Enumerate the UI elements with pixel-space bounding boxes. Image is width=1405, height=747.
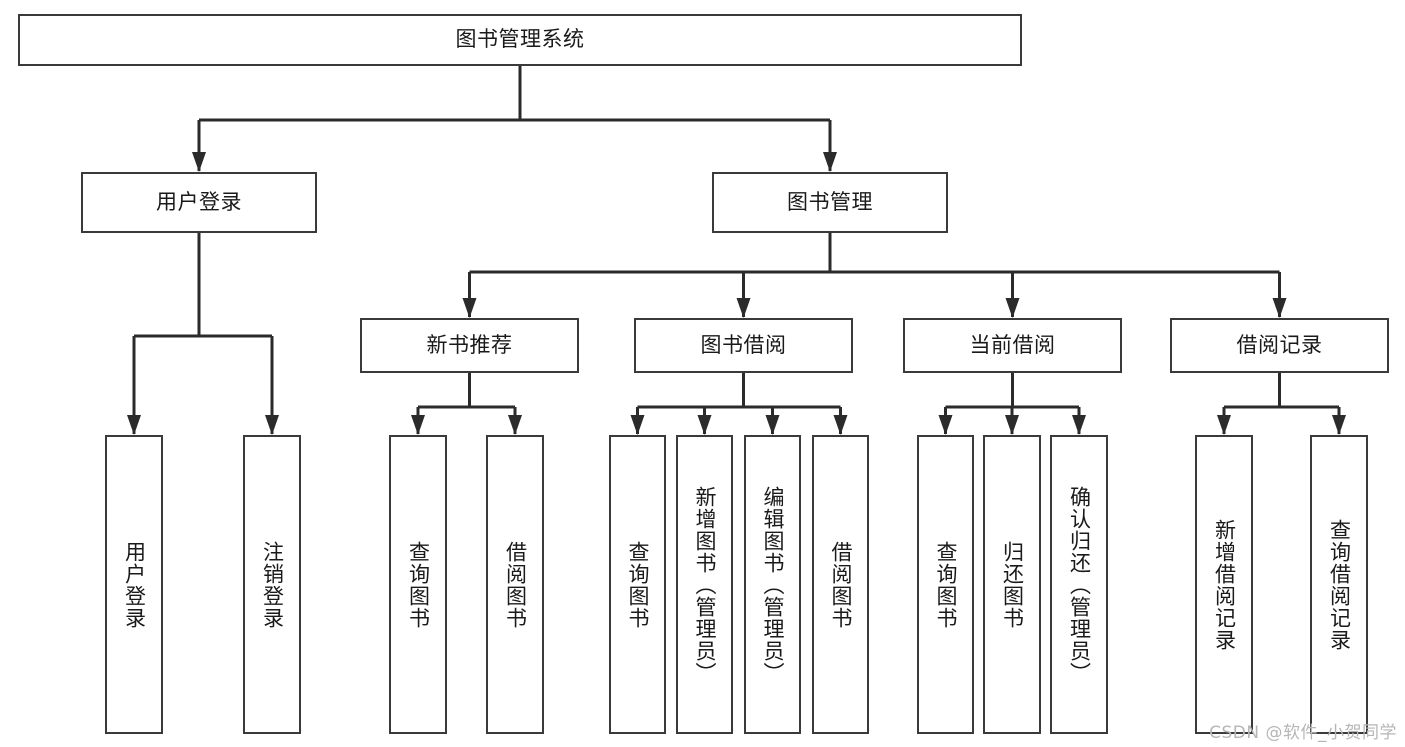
node-leaf-edit-book-admin[interactable]: 编辑图书（管理员） — [744, 435, 801, 734]
node-label: 新增借阅记录 — [1212, 518, 1237, 651]
arrow-head — [630, 415, 645, 435]
node-label: 注销登录 — [260, 540, 285, 629]
node-leaf-add-book-admin[interactable]: 新增图书（管理员） — [676, 435, 733, 734]
arrow-head — [265, 415, 279, 435]
node-label: 借阅图书 — [828, 540, 853, 629]
arrow-head — [938, 415, 953, 435]
arrow-head — [508, 415, 522, 435]
node-label: 确认归还（管理员） — [1067, 485, 1092, 684]
node-leaf-confirm-return-admin[interactable]: 确认归还（管理员） — [1050, 435, 1108, 734]
node-leaf-query-borrow-record[interactable]: 查询借阅记录 — [1310, 435, 1368, 734]
node-label: 编辑图书（管理员） — [760, 485, 785, 684]
node-user-login[interactable]: 用户登录 — [81, 172, 317, 233]
node-label: 图书管理 — [787, 189, 873, 214]
node-borrow-record[interactable]: 借阅记录 — [1170, 318, 1389, 373]
node-label: 查询图书 — [933, 540, 958, 629]
node-label: 归还图书 — [1000, 540, 1025, 629]
node-leaf-query-book-3[interactable]: 查询图书 — [917, 435, 974, 734]
node-leaf-logout-login[interactable]: 注销登录 — [243, 435, 301, 734]
arrow-head — [127, 415, 141, 435]
arrow-head — [1272, 298, 1287, 318]
arrow-head — [411, 415, 425, 435]
arrow-head — [462, 298, 477, 318]
node-label: 新书推荐 — [426, 332, 513, 357]
node-label: 查询借阅记录 — [1327, 518, 1352, 651]
node-label: 用户登录 — [122, 540, 147, 629]
node-label: 图书管理系统 — [455, 27, 585, 52]
arrow-head — [1072, 415, 1086, 435]
node-label: 新增图书（管理员） — [692, 485, 717, 684]
node-root[interactable]: 图书管理系统 — [18, 14, 1022, 66]
arrow-head — [1217, 415, 1231, 435]
arrow-head — [833, 415, 848, 435]
node-label: 借阅图书 — [503, 540, 528, 629]
arrow-head — [192, 152, 206, 172]
node-leaf-add-borrow-record[interactable]: 新增借阅记录 — [1195, 435, 1253, 734]
node-leaf-user-login[interactable]: 用户登录 — [105, 435, 163, 734]
node-label: 查询图书 — [406, 540, 431, 629]
node-leaf-query-book-1[interactable]: 查询图书 — [389, 435, 447, 734]
arrow-head — [736, 298, 751, 318]
arrow-head — [697, 415, 712, 435]
arrow-head — [1332, 415, 1346, 435]
arrow-head — [1005, 415, 1019, 435]
watermark-text: CSDN @软件_小贺同学 — [1209, 723, 1397, 743]
node-leaf-return-book[interactable]: 归还图书 — [983, 435, 1041, 734]
node-label: 借阅记录 — [1236, 332, 1323, 357]
node-book-borrow[interactable]: 图书借阅 — [634, 318, 853, 373]
arrow-head — [1005, 298, 1020, 318]
node-leaf-borrow-book-1[interactable]: 借阅图书 — [486, 435, 544, 734]
node-label: 当前借阅 — [969, 332, 1056, 357]
node-label: 图书借阅 — [700, 332, 787, 357]
arrow-head — [765, 415, 780, 435]
arrow-head — [823, 152, 837, 172]
node-leaf-query-book-2[interactable]: 查询图书 — [609, 435, 666, 734]
node-new-book-recommend[interactable]: 新书推荐 — [360, 318, 579, 373]
node-book-management[interactable]: 图书管理 — [712, 172, 948, 233]
node-leaf-borrow-book-2[interactable]: 借阅图书 — [812, 435, 869, 734]
node-label: 查询图书 — [625, 540, 650, 629]
node-label: 用户登录 — [156, 189, 242, 214]
node-current-borrow[interactable]: 当前借阅 — [903, 318, 1122, 373]
